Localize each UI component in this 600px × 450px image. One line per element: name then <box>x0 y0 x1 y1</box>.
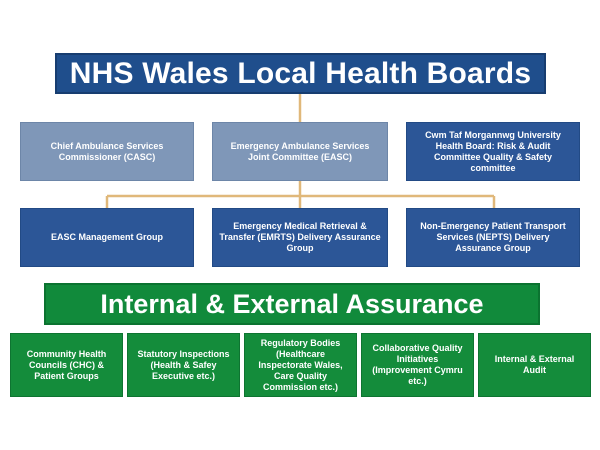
node-regulatory-bodies: Regulatory Bodies (Healthcare Inspectora… <box>244 333 357 397</box>
node-casc: Chief Ambulance Services Commissioner (C… <box>20 122 194 181</box>
node-audit: Internal & External Audit <box>478 333 591 397</box>
node-cwm-taf: Cwm Taf Morgannwg University Health Boar… <box>406 122 580 181</box>
node-chc: Community Health Councils (CHC) & Patien… <box>10 333 123 397</box>
node-easc: Emergency Ambulance Services Joint Commi… <box>212 122 388 181</box>
node-easc-management-group: EASC Management Group <box>20 208 194 267</box>
node-emrts: Emergency Medical Retrieval & Transfer (… <box>212 208 388 267</box>
node-nepts: Non-Emergency Patient Transport Services… <box>406 208 580 267</box>
title-nhs-wales: NHS Wales Local Health Boards <box>55 53 546 94</box>
node-collaborative-quality: Collaborative Quality Initiatives (Impro… <box>361 333 474 397</box>
node-statutory-inspections: Statutory Inspections (Health & Safey Ex… <box>127 333 240 397</box>
title-internal-external-assurance: Internal & External Assurance <box>44 283 540 325</box>
